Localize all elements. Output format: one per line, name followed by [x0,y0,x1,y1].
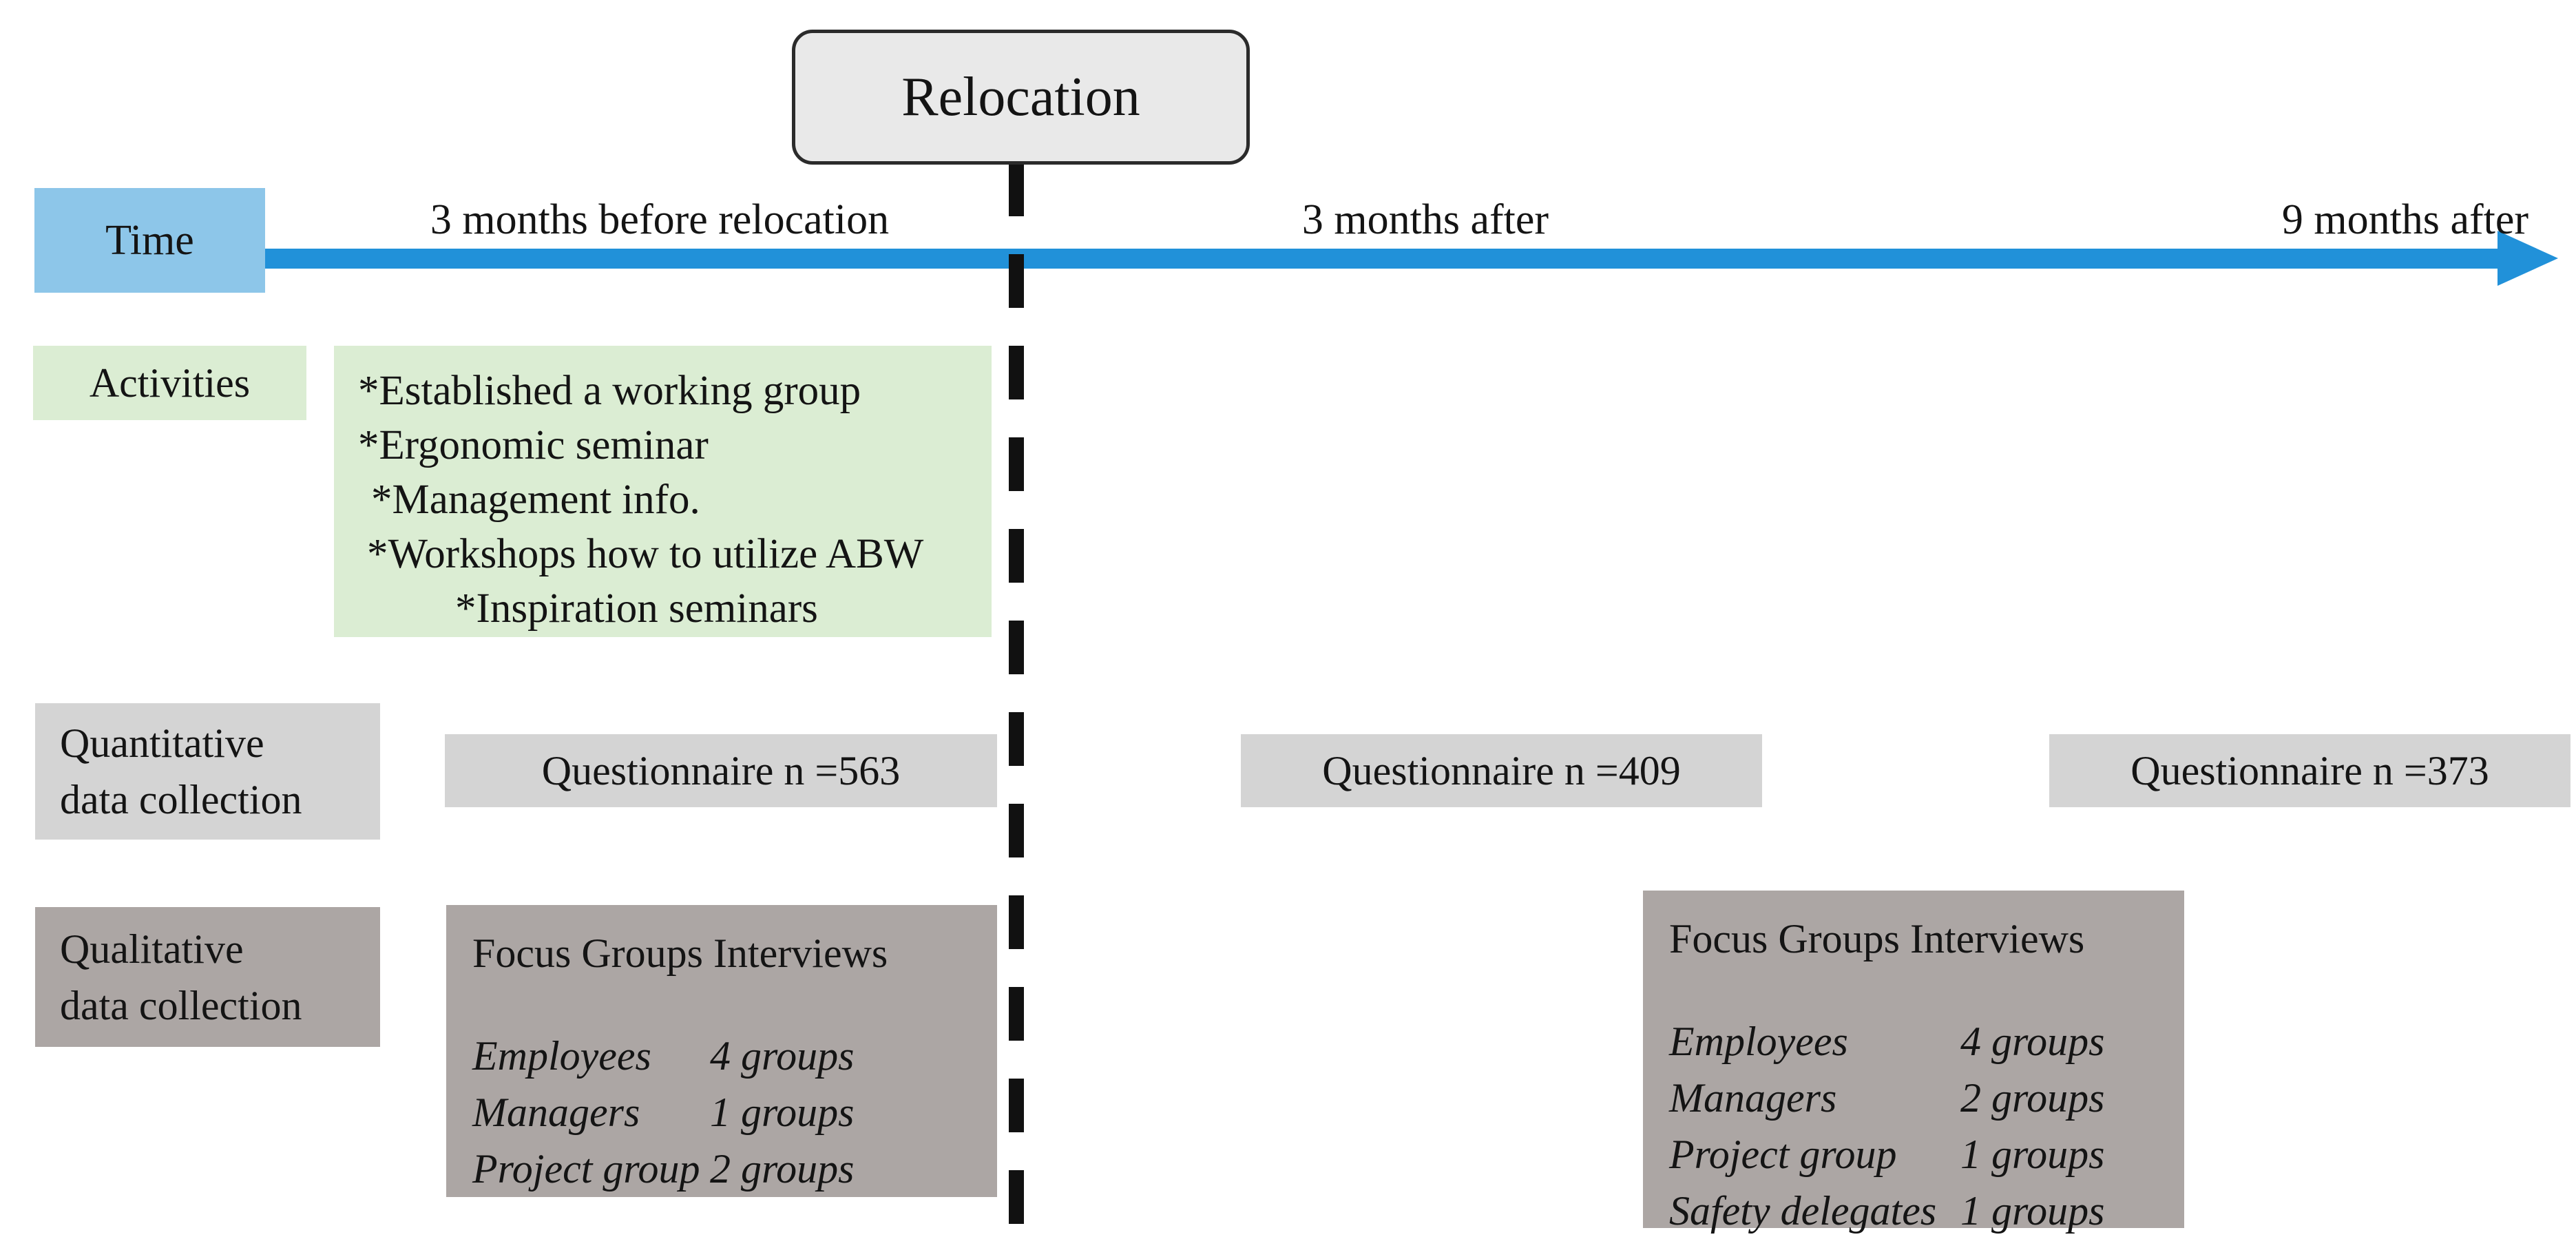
focus-group-row: Project group 1 groups [1669,1126,2170,1183]
focus-group-row: Managers 1 groups [472,1084,983,1141]
focus-group-count: 1 groups [710,1090,855,1135]
focus-group-row: Safety delegates 1 groups [1669,1183,2170,1239]
focus-group-row: Employees 4 groups [472,1028,983,1084]
questionnaire-label: Questionnaire n =373 [2130,747,2489,793]
focus-group-who: Employees [1669,1019,1848,1064]
activities-row-label-box: Activities [33,346,306,420]
focus-group-count: 4 groups [710,1033,855,1079]
focus-group-row: Managers 2 groups [1669,1070,2170,1126]
focus-groups-box-before: Focus Groups Interviews Employees 4 grou… [446,905,997,1197]
marker-9-months-after: 9 months after [2281,196,2528,243]
focus-group-who: Managers [1669,1075,1837,1121]
focus-group-who: Project group [1669,1132,1897,1177]
timeline-arrow-shaft [265,249,2501,269]
time-axis-label-box: Time [34,188,265,293]
quantitative-label-line2: data collection [60,777,302,822]
activity-item: *Inspiration seminars [455,585,818,632]
focus-group-who: Managers [472,1090,640,1135]
focus-group-row: Employees 4 groups [1669,1013,2170,1070]
qualitative-label-line1: Qualitative [60,926,244,972]
activity-item: *Established a working group [358,368,861,414]
relocation-box: Relocation [792,30,1250,165]
focus-group-count: 4 groups [1960,1019,2105,1064]
focus-group-count: 1 groups [1960,1132,2105,1177]
activity-item: *Workshops how to utilize ABW [367,531,924,577]
focus-group-who: Employees [472,1033,651,1079]
questionnaire-box-9-months-after: Questionnaire n =373 [2049,734,2570,807]
questionnaire-box-3-months-after: Questionnaire n =409 [1241,734,1762,807]
focus-group-count: 1 groups [1960,1188,2105,1234]
focus-group-count: 2 groups [1960,1075,2105,1121]
relocation-dashed-line [1009,163,1024,1234]
focus-group-count: 2 groups [710,1146,855,1192]
quantitative-label-line1: Quantitative [60,720,264,766]
focus-groups-box-after: Focus Groups Interviews Employees 4 grou… [1643,891,2184,1234]
focus-groups-title: Focus Groups Interviews [1669,916,2085,961]
activities-row-label: Activities [89,360,251,406]
qualitative-row-label-box: Qualitative data collection [35,907,380,1047]
relocation-label: Relocation [901,66,1140,127]
time-axis-label: Time [105,216,194,264]
questionnaire-label: Questionnaire n =409 [1322,747,1681,793]
questionnaire-label: Questionnaire n =563 [541,747,901,793]
activity-item: *Ergonomic seminar [358,422,709,468]
marker-3-months-before: 3 months before relocation [430,196,890,243]
quantitative-row-label-box: Quantitative data collection [35,703,380,840]
focus-group-who: Project group [472,1146,700,1192]
activity-item: *Management info. [371,477,700,523]
qualitative-label-line2: data collection [60,982,302,1028]
focus-groups-title: Focus Groups Interviews [472,930,888,976]
timeline-arrowhead-icon [2498,231,2558,286]
activities-list-box: *Established a working group *Ergonomic … [334,346,992,637]
questionnaire-box-before: Questionnaire n =563 [445,734,997,807]
focus-group-who: Safety delegates [1669,1188,1937,1234]
marker-3-months-after: 3 months after [1301,196,1549,243]
focus-group-row: Project group 2 groups [472,1141,983,1197]
